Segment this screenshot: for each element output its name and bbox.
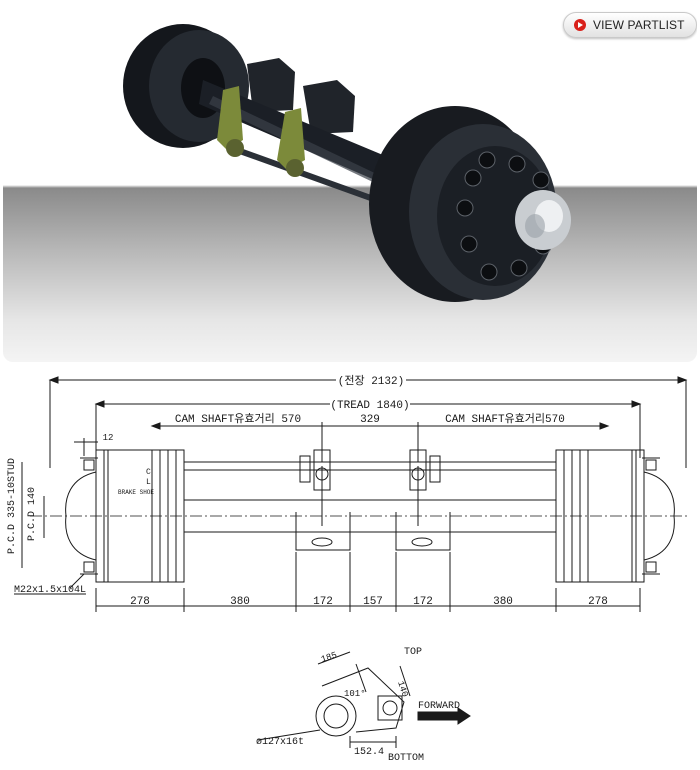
bottom-dim-ticks xyxy=(95,552,641,612)
play-icon xyxy=(574,19,586,31)
bottom-dim-1: 278 xyxy=(130,596,150,608)
camshaft xyxy=(235,147,395,209)
bottom-dim-6: 380 xyxy=(493,596,513,608)
detail-forward-label: FORWARD xyxy=(418,701,460,712)
bottom-dim-4: 157 xyxy=(363,596,383,608)
detail-tube-spec: ø127x16t xyxy=(256,737,304,748)
cam-shaft-right-label: CAM SHAFT유효거리570 xyxy=(445,412,565,426)
bracket-left-drawing xyxy=(295,512,351,551)
tread-label: (TREAD 1840) xyxy=(330,400,409,412)
cam-mark-c: C xyxy=(146,468,151,477)
bottom-dim-2: 380 xyxy=(230,596,250,608)
slack-adjuster-right xyxy=(277,108,305,170)
view-partlist-button[interactable]: VIEW PARTLIST xyxy=(563,12,697,38)
bottom-dim-5: 172 xyxy=(413,596,433,608)
technical-drawing: (전장 2132) (TREAD 1840) CAM SHAFT유효거리 570… xyxy=(7,372,690,764)
pcd-label: P.C.D 335-10STUD xyxy=(7,458,18,554)
stud-offset-label: 12 xyxy=(103,433,114,443)
cam-mark-l: L xyxy=(146,478,151,487)
bolt-spec-label: M22x1.5x104L xyxy=(14,585,86,596)
slack-adjuster-left xyxy=(217,86,243,150)
right-hub-drawing xyxy=(555,449,675,583)
right-brake-drum xyxy=(369,106,557,302)
bracket-right-drawing xyxy=(395,512,451,551)
axle-photo xyxy=(123,24,571,302)
left-hub-drawing xyxy=(65,449,185,583)
cam-shaft-center-label: 329 xyxy=(360,414,380,426)
slack-adjuster-left-drawing xyxy=(299,449,331,526)
pcd-small-label: P.C.D 140 xyxy=(27,487,38,541)
hub-cap xyxy=(515,190,571,250)
overall-length-label: (전장 2132) xyxy=(338,374,404,388)
slack-adjuster-right-drawing xyxy=(409,449,441,526)
hanger-bracket-right xyxy=(303,80,355,134)
detail-bottom-label: BOTTOM xyxy=(388,753,424,764)
product-photo-panel: VIEW PARTLIST xyxy=(3,0,697,362)
view-partlist-label: VIEW PARTLIST xyxy=(593,18,685,32)
detail-angle: 101° xyxy=(344,689,366,699)
detail-dim-185: 185 xyxy=(320,650,339,665)
bottom-dim-3: 172 xyxy=(313,596,333,608)
detail-top-label: TOP xyxy=(404,647,422,658)
hanger-bracket-left xyxy=(247,58,295,112)
bottom-dim-7: 278 xyxy=(588,596,608,608)
detail-dim-1524: 152.4 xyxy=(354,747,384,758)
detail-dim-140: 140 xyxy=(395,680,410,699)
bracket-detail-view xyxy=(257,651,471,748)
brake-shoe-label: BRAKE SHOE xyxy=(118,489,154,496)
cam-shaft-left-label: CAM SHAFT유효거리 570 xyxy=(175,412,301,426)
